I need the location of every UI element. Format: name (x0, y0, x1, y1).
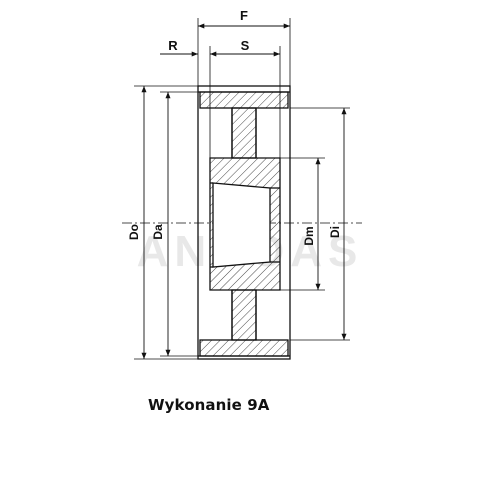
label-Di-group: Di (328, 226, 342, 238)
label-R: R (168, 38, 178, 53)
label-Da-group: Da (151, 224, 165, 240)
bottom-rim-section (199, 339, 289, 357)
label-F: F (240, 8, 248, 23)
label-Dm: Dm (302, 226, 316, 245)
pulley-body (197, 85, 291, 360)
label-S: S (241, 38, 250, 53)
dimension-lines (141, 23, 347, 359)
bottom-web-section (231, 289, 257, 341)
taper-bore (212, 182, 271, 268)
label-Di: Di (328, 226, 342, 238)
caption-variant: Wykonanie 9A (148, 396, 270, 414)
top-rim-section (199, 91, 289, 109)
label-Do-group: Do (127, 224, 141, 240)
label-Dm-group: Dm (302, 226, 316, 245)
label-Da: Da (151, 224, 165, 240)
label-Do: Do (127, 224, 141, 240)
top-web-section (231, 107, 257, 159)
